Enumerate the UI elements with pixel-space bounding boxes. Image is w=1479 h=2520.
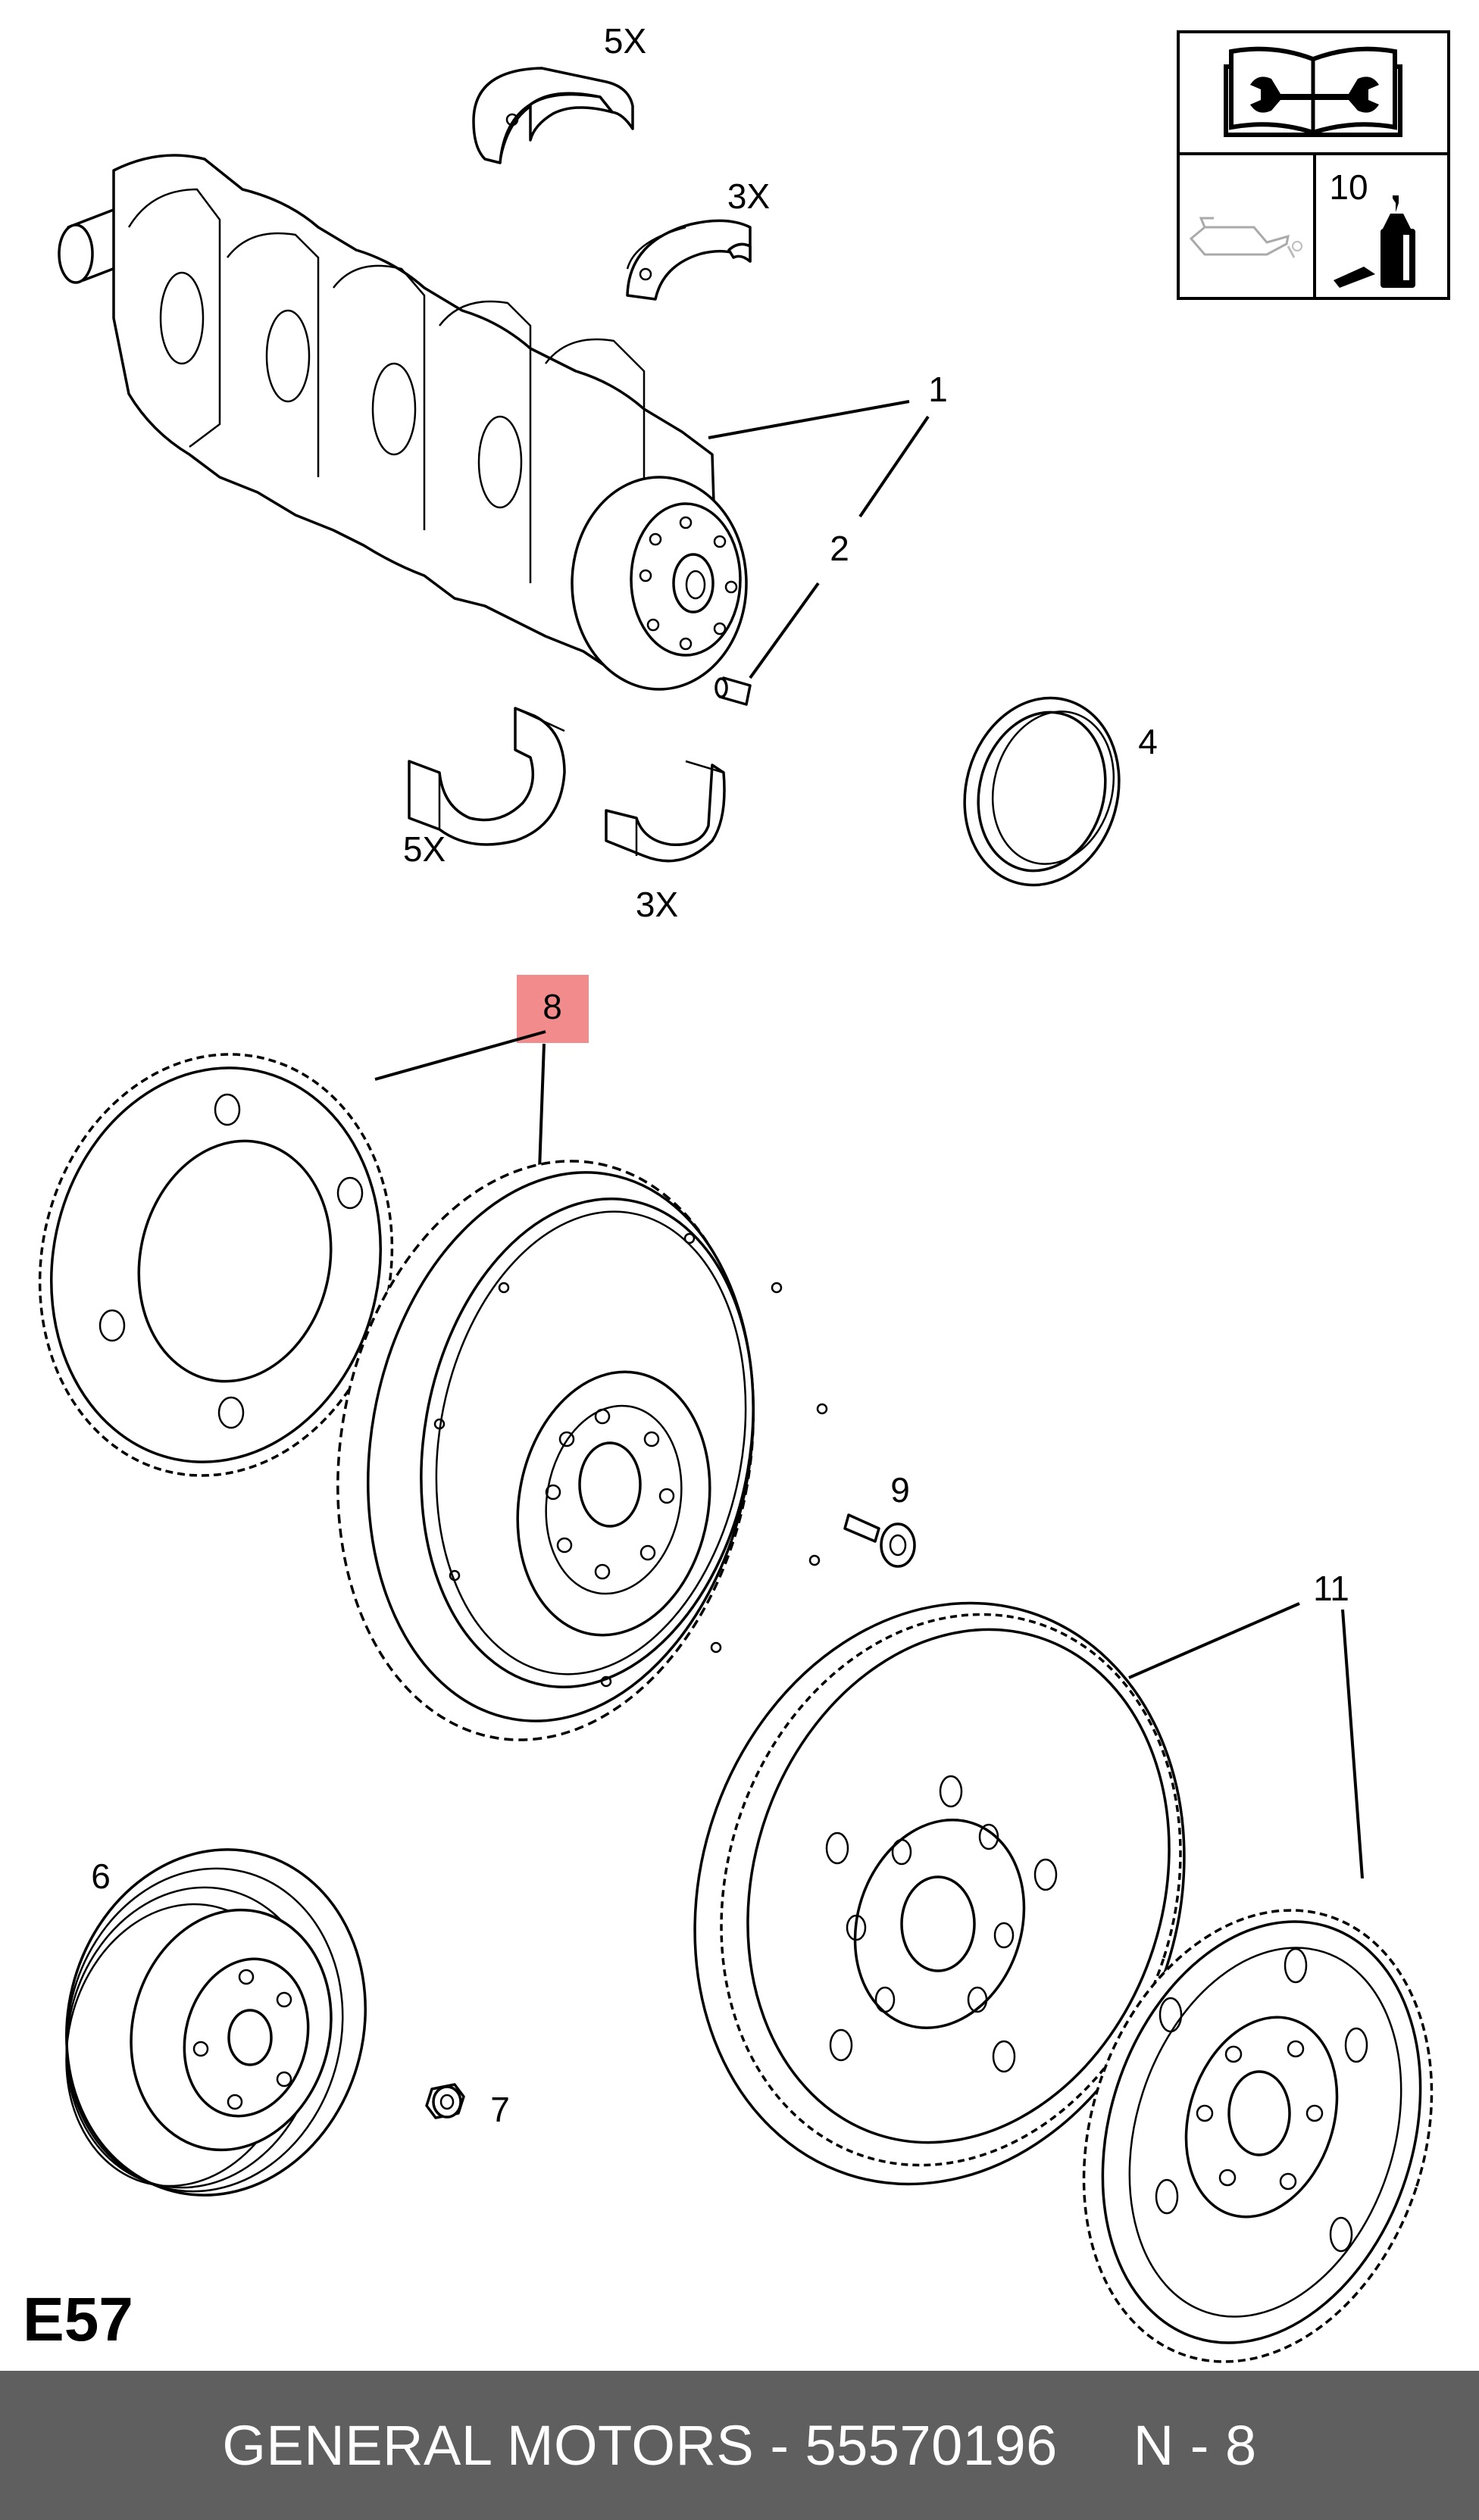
footer-separator: - bbox=[770, 2414, 790, 2477]
main-bearing-shells-lower bbox=[408, 707, 566, 846]
section-code: E57 bbox=[23, 2285, 133, 2354]
part-11-label: 11 bbox=[1313, 1569, 1349, 1608]
qty-lower-thrust-bearing: 3X bbox=[636, 885, 678, 924]
flywheel-bolt bbox=[843, 1513, 916, 1568]
qty-upper-main-bearing: 5X bbox=[604, 21, 646, 61]
part-1-label: 1 bbox=[928, 370, 948, 409]
footer-brand: GENERAL MOTORS bbox=[222, 2414, 755, 2477]
part-7-label: 7 bbox=[490, 2090, 510, 2129]
footer-part-number: 55570196 bbox=[805, 2414, 1058, 2477]
main-bearing-shells-upper bbox=[472, 67, 634, 164]
part-8-highlight bbox=[517, 975, 589, 1043]
part-9-label: 9 bbox=[890, 1470, 910, 1510]
legend-box: 10 bbox=[1177, 30, 1450, 300]
rear-oil-seal bbox=[963, 696, 1121, 887]
thrust-bearing-shells-upper bbox=[626, 219, 752, 301]
reluctor-ring bbox=[38, 1053, 394, 1477]
thread-locker-bottle-icon bbox=[1334, 195, 1415, 288]
part-6-label: 6 bbox=[91, 1856, 111, 1896]
part-4-label: 4 bbox=[1138, 722, 1158, 761]
pulley-bolt bbox=[425, 2083, 465, 2119]
flywheel-secondary bbox=[1082, 1909, 1434, 2363]
footer-bar: GENERAL MOTORS - 55570196 N - 8 bbox=[0, 2371, 1479, 2520]
crankshaft bbox=[58, 154, 748, 691]
footer-ref: N - 8 bbox=[1133, 2414, 1257, 2477]
qty-lower-main-bearing: 5X bbox=[403, 829, 446, 869]
dowel-pin bbox=[714, 676, 752, 706]
flywheel-single-mass bbox=[693, 1601, 1186, 2186]
part-8-label: 8 bbox=[543, 987, 562, 1026]
qty-upper-thrust-bearing: 3X bbox=[727, 176, 770, 216]
exploded-parts-diagram: 10 5X 3X bbox=[23, 21, 1450, 2363]
thrust-bearing-shells-lower bbox=[605, 760, 726, 863]
flywheel-dual-mass bbox=[336, 1160, 828, 1741]
part-2-label: 2 bbox=[830, 529, 849, 568]
crankshaft-pulley bbox=[65, 1848, 367, 2197]
repair-manual-icon bbox=[1224, 46, 1402, 137]
oil-can-icon bbox=[1189, 217, 1302, 258]
part-10-label: 10 bbox=[1329, 167, 1368, 207]
